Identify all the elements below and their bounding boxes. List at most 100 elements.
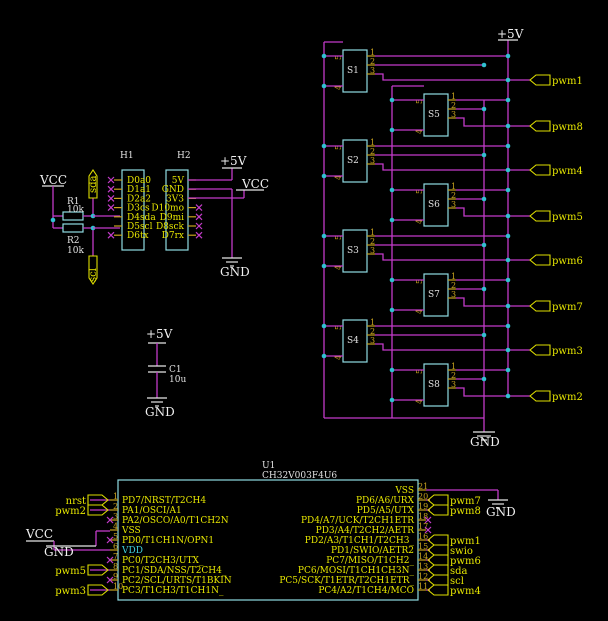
capacitor-c1: +5V C1 10u GND [145, 327, 186, 419]
net-label-pwm7: pwm7 [552, 302, 583, 313]
mcu-net-pwm8: pwm8 [450, 506, 481, 517]
switch-pin-5: 5 [334, 235, 343, 240]
h2-pin-5: D8sck [156, 222, 185, 232]
switch-pin-5: 5 [334, 325, 343, 330]
net-label-sda-left [88, 169, 98, 199]
mcu-gnd-left-label: GND [44, 545, 74, 559]
h1-ref: H1 [120, 151, 134, 161]
scl-label-left: scl [88, 268, 99, 282]
h2-vcc-label: VCC [241, 177, 269, 191]
mcu-pin-19: PD5/A5/UTX [357, 506, 415, 516]
switch-pin-4: 4 [415, 399, 424, 404]
switch-pin-2: 2 [451, 101, 456, 110]
switch-pin-4: 4 [415, 219, 424, 224]
net-label-pwm5-flag [529, 210, 551, 222]
h1-pin-0: D0a0 [127, 176, 151, 186]
sda-label-left: sda [88, 175, 99, 193]
h2-pin-3: D10mo [151, 204, 184, 214]
mcu-left-pinnum: 10 [113, 582, 123, 591]
switch-pin-3: 3 [370, 156, 375, 165]
mcu-pin-9: PC2/SCL/URTS/T1BKIN [122, 576, 232, 586]
h2-pin-1: GND [162, 185, 184, 195]
mcu-net-pwm2: pwm2 [55, 506, 86, 517]
mcu-pin-15: PD1/SWIO/AETR2 [331, 546, 414, 556]
switch-pin-4: 4 [415, 129, 424, 134]
net-label-pwm2-flag [529, 390, 551, 402]
net-label-pwm2: pwm2 [552, 392, 583, 403]
switch-pin-1: 1 [451, 362, 456, 371]
c1-ref: C1 [169, 365, 182, 375]
switch-pin-5: 5 [415, 189, 424, 194]
mcu-net-pwm3-flag [87, 584, 109, 596]
mcu-left-pinnum: 3 [113, 512, 118, 521]
net-label-pwm5: pwm5 [552, 212, 583, 223]
mcu-pin-21: VSS [394, 486, 414, 496]
net-label-pwm6-flag [529, 254, 551, 266]
mcu-left-pinnum: 6 [113, 542, 118, 551]
switch-pin-4: 4 [415, 309, 424, 314]
mcu-pin-8: PC1/SDA/NSS/T2CH4_ [122, 566, 227, 576]
switch-pin-4: 4 [334, 355, 343, 360]
r2-value: 10k [67, 246, 84, 256]
mcu-pin-20: PD6/A6/URX [356, 496, 415, 506]
mcu-right-pinnum: 18 [418, 512, 428, 521]
mcu-net-pwm8-flag [427, 504, 449, 516]
mcu-pin-18: PD4/A7/UCK/T2CH1ETR [301, 516, 414, 526]
mcu-pin-16: PD2/A3/T1CH1/T2CH3_ [305, 536, 415, 546]
u1-ref: U1 [262, 461, 275, 471]
mcu-net-sda: sda [450, 566, 468, 577]
h1-pin-4: D4sda [127, 213, 156, 223]
mcu-pin-1: PD7/NRST/T2CH4 [122, 496, 206, 506]
net-label-pwm1-flag [529, 74, 551, 86]
mcu-net-pwm4: pwm4 [450, 586, 481, 597]
resistor-network: VCC R1 10k R2 10k sda scl [39, 169, 120, 285]
mcu-net-pwm5-flag [87, 564, 109, 576]
net-label-pwm8-flag [529, 120, 551, 132]
mcu-left-pinnum: 5 [113, 532, 118, 541]
mcu-right-pinnum: 12 [418, 572, 428, 581]
mcu-pin-17: PD3/A4/T2CH2/AETR [316, 526, 415, 536]
switch-pin-4: 4 [334, 85, 343, 90]
switch-pin-1: 1 [451, 272, 456, 281]
mcu-net-pwm7: pwm7 [450, 496, 481, 507]
mcu-gnd-right-label: GND [486, 505, 516, 519]
mcu-vcc-label: VCC [25, 527, 53, 541]
switch-gnd-label: GND [470, 435, 500, 449]
h2-ref: H2 [177, 151, 191, 161]
resistor-r2 [62, 223, 84, 233]
net-label-pwm4-flag [529, 164, 551, 176]
mcu-right-pinnum: 11 [418, 582, 428, 591]
mcu-pin-3: PA2/OSCO/A0/T1CH2N [122, 516, 229, 526]
mcu-net-pwm6: pwm6 [450, 556, 481, 567]
switch-pin-2: 2 [451, 191, 456, 200]
switch-5v-label: +5V [497, 27, 524, 41]
mcu-net-sda-flag [427, 564, 449, 576]
switch-ref: S4 [347, 336, 359, 346]
switch-pin-3: 3 [370, 66, 375, 75]
mcu-left-pinnum: 4 [113, 522, 118, 531]
mcu-left-pinnum: 9 [113, 572, 118, 581]
c1-gnd-label: GND [145, 405, 175, 419]
c1-value: 10u [169, 375, 186, 385]
switch-pin-1: 1 [451, 182, 456, 191]
mcu-right-pinnum: 17 [418, 522, 428, 531]
switch-pin-3: 3 [451, 290, 456, 299]
u1-value: CH32V003F4U6 [262, 471, 337, 481]
h1-pin-2: D2a2 [127, 194, 151, 204]
net-label-pwm8: pwm8 [552, 122, 583, 133]
mcu-left-pinnum: 8 [113, 562, 118, 571]
mcu-left-pinnum: 7 [113, 552, 118, 561]
mcu-net-pwm6-flag [427, 554, 449, 566]
mcu-pin-7: PC0/T2CH3/UTX_ [122, 556, 204, 566]
r1-ref: R1 [67, 197, 80, 207]
mcu-right-pinnum: 15 [418, 542, 428, 551]
mcu-net-scl: scl [450, 576, 464, 587]
